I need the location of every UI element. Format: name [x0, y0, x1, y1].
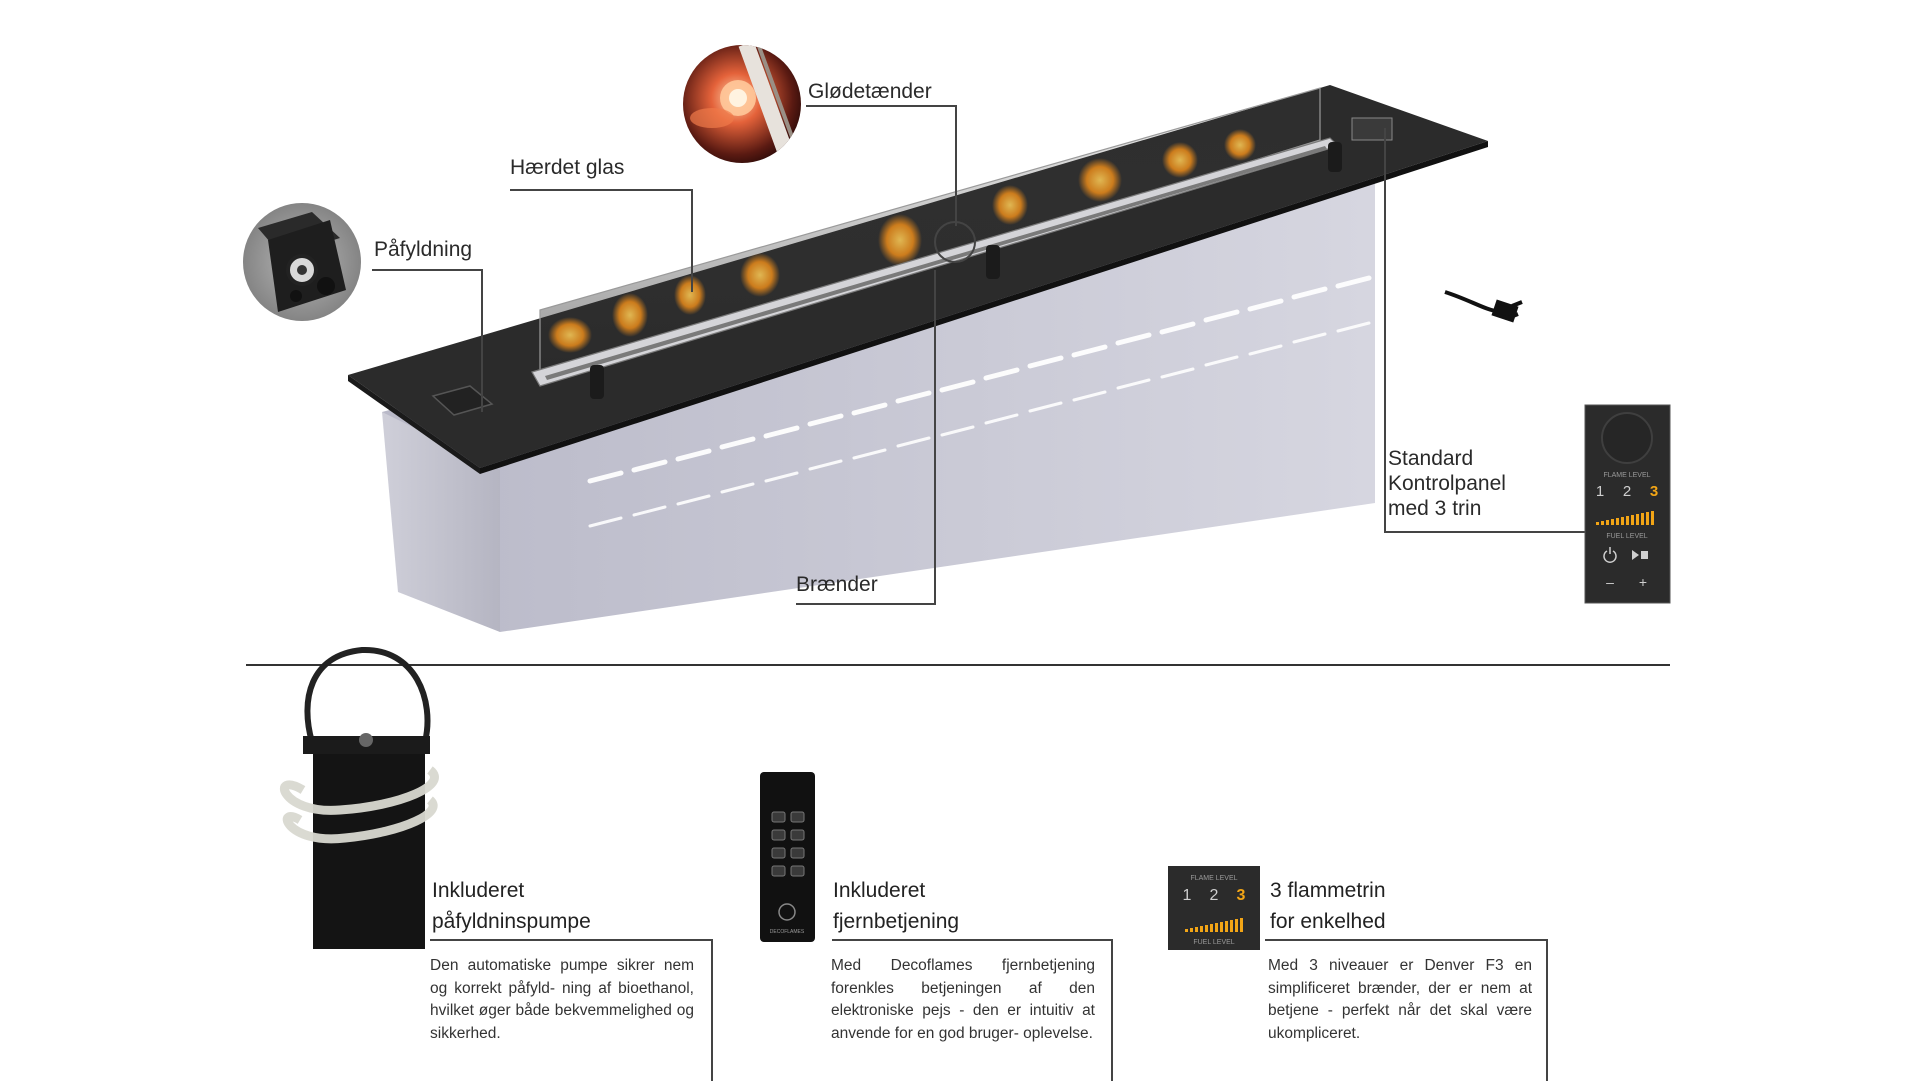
minus-button-label: – — [1606, 574, 1614, 590]
rail-clamp — [590, 365, 604, 399]
fireplace-body — [348, 85, 1523, 632]
remote-logo-icon — [778, 903, 796, 921]
tile-fuel-level-label: FUEL LEVEL — [1193, 939, 1234, 946]
burner-rail-slot — [545, 146, 1327, 380]
feature-pump-title-line-2: påfyldninspumpe — [432, 910, 591, 933]
side-panel — [382, 147, 1375, 632]
callout-embers: Glødetænder — [808, 80, 932, 103]
tile-flame-level-label: FLAME LEVEL — [1190, 875, 1237, 882]
feature-levels-title-line-2: for enkelhed — [1270, 910, 1386, 933]
feature-levels-text: Med 3 niveauer er Denver F3 en simplific… — [1268, 957, 1532, 1042]
pump-handle — [304, 646, 431, 743]
callout-panel-line-1: Standard — [1388, 447, 1474, 470]
embers-leader — [806, 105, 957, 226]
feature-remote-title-line-1: Inkluderet — [833, 879, 926, 902]
plus-button-label: + — [1639, 574, 1647, 590]
vent-slots — [587, 275, 1372, 484]
remote-buttons — [771, 811, 805, 877]
callout-glass: Hærdet glas — [510, 156, 625, 179]
embers-inset — [683, 45, 801, 163]
refill-inset — [243, 203, 361, 321]
level-3: 3 — [1650, 483, 1658, 500]
vent-slots-lower — [588, 321, 1371, 528]
feature-remote-title: Inkluderet fjernbetjening — [833, 875, 959, 937]
callout-lines — [372, 105, 1585, 605]
feature-remote-title-line-2: fjernbetjening — [833, 910, 960, 933]
top-plate-edge — [348, 375, 480, 474]
power-icon — [1603, 547, 1617, 563]
level-1: 1 — [1596, 483, 1604, 500]
feature-pump-title-line-1: Inkluderet — [432, 879, 525, 902]
refill-pump-image — [280, 646, 439, 949]
control-panel: FLAME LEVEL 1 2 3 FUEL LEVEL – + — [1584, 404, 1671, 604]
refill-hatch — [431, 385, 494, 416]
feature-levels-title: 3 flammetrin for enkelhed — [1270, 875, 1386, 937]
callout-panel-line-2: Kontrolpanel — [1388, 472, 1506, 495]
callout-burner: Brænder — [796, 573, 878, 596]
feature-levels-title-line-1: 3 flammetrin — [1270, 879, 1386, 902]
level-2: 2 — [1623, 483, 1631, 500]
panel-leader — [1384, 128, 1585, 533]
remote-image: DECOFLAMES — [760, 772, 815, 942]
flame-level-label: FLAME LEVEL — [1603, 472, 1650, 479]
callout-panel: Standard Kontrolpanel med 3 trin — [1388, 446, 1506, 521]
feature-remote-text: Med Decoflames fjernbetjening forenkles … — [831, 957, 1095, 1042]
play-stop-icon — [1632, 550, 1648, 560]
callout-refill: Påfyldning — [374, 238, 473, 261]
fuel-level-bars — [1596, 511, 1654, 525]
flame-level-tile: FLAME LEVEL 1 2 3 FUEL LEVEL — [1168, 866, 1260, 950]
callout-panel-line-3: med 3 trin — [1388, 497, 1482, 520]
rail-clamp — [1328, 142, 1342, 172]
pump-hose — [280, 766, 439, 844]
flames — [548, 129, 1256, 353]
tile-level-1: 1 — [1183, 887, 1192, 904]
rail-clamp — [986, 245, 1000, 279]
feature-frames — [430, 939, 1548, 1081]
power-cord — [1444, 290, 1501, 314]
plug-icon — [1491, 299, 1523, 323]
tile-fuel-bars — [1185, 918, 1243, 932]
burner-leader — [796, 270, 936, 605]
feature-pump-text: Den automatiske pumpe sikrer nem og korr… — [430, 957, 694, 1042]
glass-leader — [510, 189, 693, 292]
refill-leader — [372, 269, 483, 412]
tile-level-2: 2 — [1210, 887, 1219, 904]
remote-brand: DECOFLAMES — [770, 929, 805, 935]
top-plate-edge-long — [480, 141, 1488, 474]
control-dial — [1601, 412, 1653, 464]
tile-level-3: 3 — [1237, 887, 1246, 904]
feature-pump-title: Inkluderet påfyldninspumpe — [432, 875, 591, 937]
top-control-buttons — [1351, 117, 1393, 141]
pump-body — [313, 754, 425, 949]
fuel-level-label: FUEL LEVEL — [1606, 533, 1647, 540]
